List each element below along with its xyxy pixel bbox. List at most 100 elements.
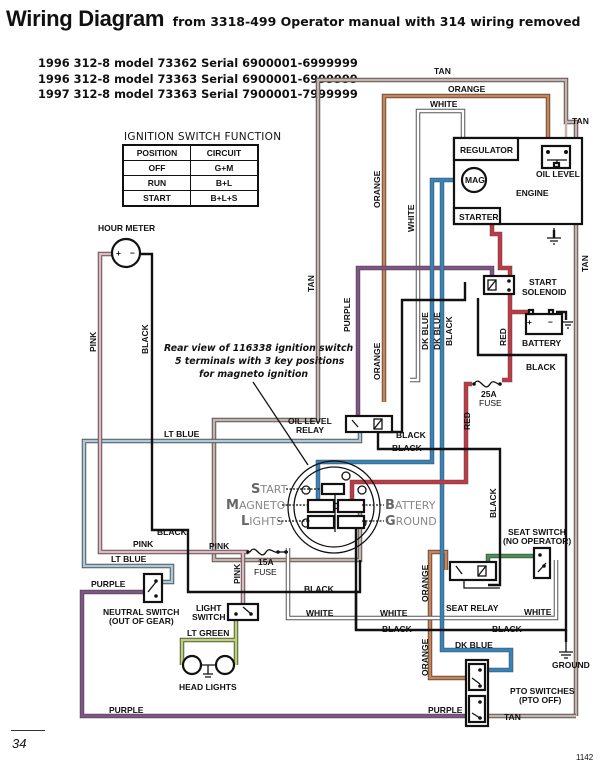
starter-label: STARTER <box>459 212 499 222</box>
seat-switch: SEAT SWITCH (NO OPERATOR) <box>503 527 571 580</box>
seat-switch-label: (NO OPERATOR) <box>503 536 571 546</box>
pto-switches: PTO SWITCHES (PTO OFF) <box>464 658 575 728</box>
cell-circuit: B+L <box>190 175 259 191</box>
wire-label-black: BLACK <box>526 362 557 372</box>
oil-level-relay: OIL LEVEL RELAY <box>288 414 394 435</box>
wire-label-red: RED <box>462 412 472 430</box>
wire-label-purple: PURPLE <box>91 579 126 589</box>
wire-dk-blue <box>315 177 514 673</box>
fuse-15a-label: FUSE <box>254 567 277 577</box>
wire-label-white: WHITE <box>430 99 458 109</box>
wire-label-group: TAN ORANGE WHITE TAN ORANGE WHITE TAN TA… <box>88 66 590 722</box>
seat-relay: SEAT RELAY <box>446 560 500 613</box>
ignition-note: Rear view of 116338 ignition switch 5 te… <box>164 343 353 466</box>
model-list: 1996 312-8 model 73362 Serial 6900001-69… <box>38 56 358 103</box>
fuse-15a-label: 15A <box>258 557 274 567</box>
wire-label-purple: PURPLE <box>428 705 463 715</box>
light-switch-label: SWITCH <box>192 612 226 622</box>
terminal-lights: LIGHTS <box>241 514 283 529</box>
pto-switches-label: (PTO OFF) <box>519 695 562 705</box>
cell-circuit: B+L+S <box>190 190 259 207</box>
wire-label-red: RED <box>498 328 508 346</box>
terminal-start: START <box>251 482 288 497</box>
engine-block: REGULATOR MAG ENGINE STARTER OIL LEVEL <box>452 136 584 245</box>
battery: + − BATTERY <box>522 308 573 348</box>
ground-label: GROUND <box>552 660 590 670</box>
terminal-battery: BATTERY <box>385 498 436 513</box>
wire-lt-blue <box>81 432 363 585</box>
wire-black <box>140 230 568 642</box>
mag-label: MAG <box>465 175 485 185</box>
wire-label-dk-blue: DK BLUE <box>455 640 493 650</box>
model-line: 1997 312-8 model 73363 Serial 7900001-79… <box>38 87 358 101</box>
light-switch-label: LIGHT <box>196 603 222 613</box>
diagram-title: Wiring Diagram from 3318-499 Operator ma… <box>6 6 581 32</box>
wire-pink <box>97 251 248 606</box>
fuse-25a-label: FUSE <box>479 398 502 408</box>
wire-label-black: BLACK <box>304 584 335 594</box>
battery-plus-icon: + <box>527 317 532 327</box>
wire-label-white: WHITE <box>380 608 408 618</box>
wire-label-black: BLACK <box>140 323 150 354</box>
wire-lt-green <box>179 620 239 665</box>
battery-label: BATTERY <box>522 338 562 348</box>
oil-relay-label: RELAY <box>296 425 324 435</box>
ignition-table-title: IGNITION SWITCH FUNCTION <box>124 131 282 143</box>
wire-label-black: BLACK <box>396 430 427 440</box>
start-solenoid-label: START <box>529 277 558 287</box>
title-main: Wiring Diagram <box>6 6 165 31</box>
ground: GROUND <box>552 642 590 670</box>
ground-symbol-icon <box>547 228 561 245</box>
wire-label-orange: ORANGE <box>372 170 382 208</box>
wire-label-purple: PURPLE <box>342 297 352 332</box>
seat-relay-label: SEAT RELAY <box>446 603 499 613</box>
fuse-25a: 25A FUSE <box>472 380 502 408</box>
seat-switch-label: SEAT SWITCH <box>508 527 566 537</box>
fuse-15a: 15A FUSE <box>246 548 288 577</box>
wire-red <box>349 218 530 500</box>
wire-label-pink: PINK <box>133 539 154 549</box>
table-row: START B+L+S <box>122 190 259 207</box>
page-number: 34 <box>12 736 27 751</box>
fuse-25a-label: 25A <box>481 389 497 399</box>
note-line: 5 terminals with 3 key positions <box>175 356 345 367</box>
figure-code: 1142 <box>576 753 594 762</box>
wire-label-dk-blue: DK BLUE <box>420 312 430 350</box>
hour-meter-label: HOUR METER <box>98 223 155 233</box>
ignition-switch <box>287 460 381 554</box>
neutral-switch-label: (OUT OF GEAR) <box>109 616 174 626</box>
head-lights-label: HEAD LIGHTS <box>179 682 237 692</box>
neutral-switch-label: NEUTRAL SWITCH <box>103 607 179 617</box>
wire-label-lt-blue: LT BLUE <box>164 429 200 439</box>
neutral-switch: NEUTRAL SWITCH (OUT OF GEAR) <box>103 572 179 626</box>
wire-label-black: BLACK <box>444 315 454 346</box>
minus-icon: − <box>130 248 135 258</box>
note-line: for magneto ignition <box>199 369 308 380</box>
oil-level-sensor-label: OIL LEVEL <box>536 169 580 179</box>
wire-label-pink: PINK <box>232 563 242 584</box>
wire-label-black: BLACK <box>382 624 413 634</box>
wire-label-tan: TAN <box>306 275 316 292</box>
wire-orange <box>381 93 551 681</box>
head-lights: HEAD LIGHTS <box>179 654 237 692</box>
terminal-ground: GROUND <box>385 514 437 529</box>
regulator-label: REGULATOR <box>460 145 513 155</box>
start-solenoid-label: SOLENOID <box>522 287 566 297</box>
wire-white <box>285 108 559 621</box>
model-line: 1996 312-8 model 73363 Serial 6900001-69… <box>38 71 358 86</box>
wire-label-orange: ORANGE <box>448 84 486 94</box>
oil-relay-label: OIL LEVEL <box>288 416 332 426</box>
wire-label-lt-green: LT GREEN <box>187 628 229 638</box>
wire-label-tan: TAN <box>504 712 521 722</box>
wire-label-lt-blue: LT BLUE <box>111 554 147 564</box>
wire-label-orange: ORANGE <box>420 638 430 676</box>
wire-label-black: BLACK <box>157 527 188 537</box>
page-rule <box>11 730 45 731</box>
wire-label-black: BLACK <box>392 443 423 453</box>
wire-label-white: WHITE <box>306 608 334 618</box>
engine-label: ENGINE <box>516 188 549 198</box>
title-subtitle: from 3318-499 Operator manual with 314 w… <box>172 14 581 29</box>
wire-label-dk-blue: DK BLUE <box>432 312 442 350</box>
wire-label-black: BLACK <box>488 487 498 518</box>
